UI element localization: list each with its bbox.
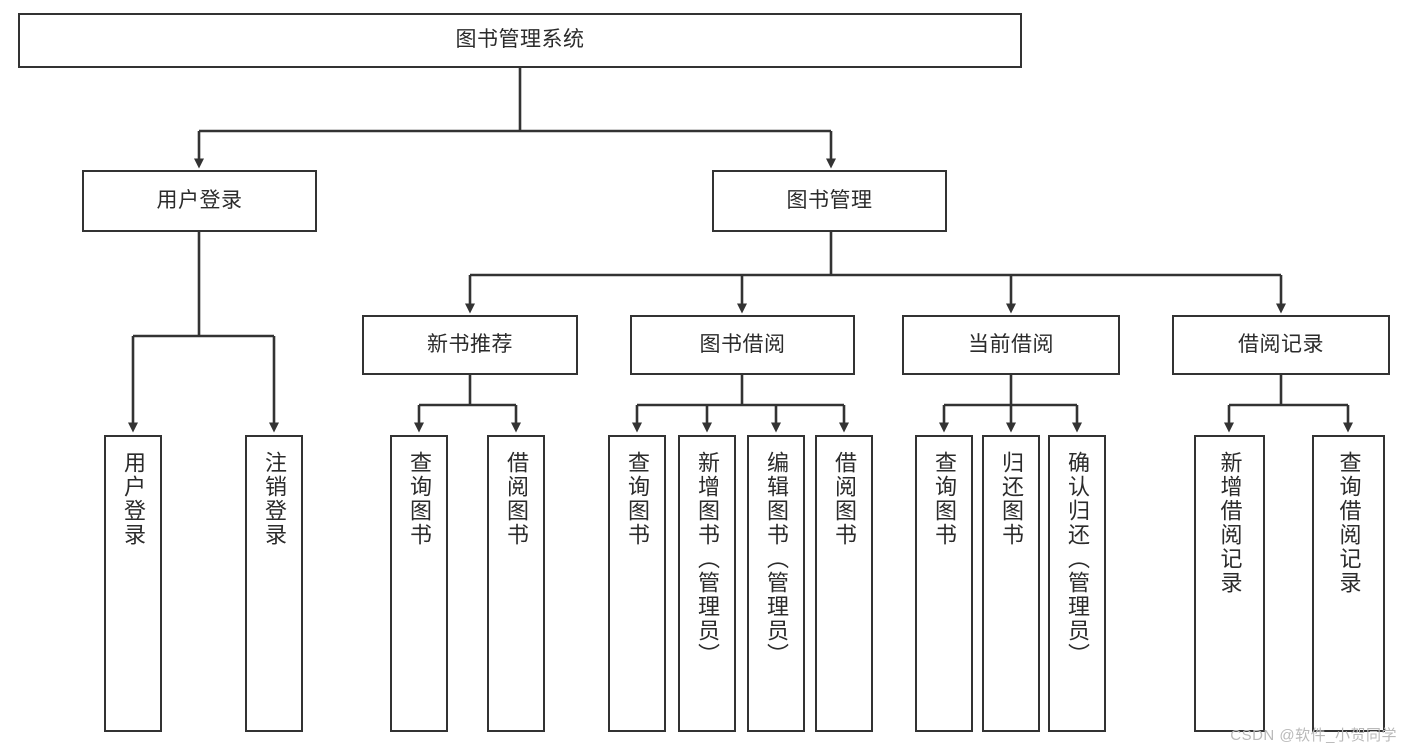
node-leaf-borrow-book-1-label: 借阅图书 xyxy=(504,451,529,547)
node-leaf-logout: 注销登录 xyxy=(245,435,303,732)
node-leaf-confirm-return: 确认归还（管理员） xyxy=(1048,435,1106,732)
node-leaf-query-record-label: 查询借阅记录 xyxy=(1336,451,1362,595)
node-leaf-add-book-label: 新增图书（管理员） xyxy=(695,451,720,667)
node-leaf-edit-book-label: 编辑图书（管理员） xyxy=(764,451,789,667)
node-borrow-record: 借阅记录 xyxy=(1172,315,1390,375)
node-leaf-query-book-2: 查询图书 xyxy=(608,435,666,732)
node-leaf-borrow-book-2-label: 借阅图书 xyxy=(832,451,857,547)
node-leaf-query-book-2-label: 查询图书 xyxy=(625,451,650,547)
node-borrow-record-label: 借阅记录 xyxy=(1238,332,1324,356)
node-leaf-query-book-3-label: 查询图书 xyxy=(932,451,957,547)
node-leaf-return-book-label: 归还图书 xyxy=(999,451,1024,547)
node-book-manage-label: 图书管理 xyxy=(786,188,873,212)
node-leaf-logout-label: 注销登录 xyxy=(262,451,287,547)
node-book-borrow: 图书借阅 xyxy=(630,315,855,375)
node-current-borrow: 当前借阅 xyxy=(902,315,1120,375)
node-leaf-query-record: 查询借阅记录 xyxy=(1312,435,1385,732)
node-leaf-user-login: 用户登录 xyxy=(104,435,162,732)
node-book-borrow-label: 图书借阅 xyxy=(699,332,786,356)
node-new-book-recommend-label: 新书推荐 xyxy=(427,332,513,356)
watermark-text: CSDN @软件_小贺同学 xyxy=(1230,727,1397,744)
node-leaf-borrow-book-1: 借阅图书 xyxy=(487,435,545,732)
node-leaf-confirm-return-label: 确认归还（管理员） xyxy=(1065,451,1090,667)
node-leaf-add-book: 新增图书（管理员） xyxy=(678,435,736,732)
node-leaf-add-record: 新增借阅记录 xyxy=(1194,435,1265,732)
node-root-system: 图书管理系统 xyxy=(18,13,1022,68)
node-leaf-query-book-1-label: 查询图书 xyxy=(407,451,432,547)
node-book-manage: 图书管理 xyxy=(712,170,947,232)
node-user-login: 用户登录 xyxy=(82,170,317,232)
node-leaf-query-book-3: 查询图书 xyxy=(915,435,973,732)
node-new-book-recommend: 新书推荐 xyxy=(362,315,578,375)
node-user-login-label: 用户登录 xyxy=(156,188,243,212)
node-current-borrow-label: 当前借阅 xyxy=(968,332,1054,356)
node-leaf-add-record-label: 新增借阅记录 xyxy=(1217,451,1243,595)
node-leaf-borrow-book-2: 借阅图书 xyxy=(815,435,873,732)
node-root-label: 图书管理系统 xyxy=(455,28,585,52)
node-leaf-query-book-1: 查询图书 xyxy=(390,435,448,732)
node-leaf-return-book: 归还图书 xyxy=(982,435,1040,732)
node-leaf-user-login-label: 用户登录 xyxy=(121,451,146,547)
node-leaf-edit-book: 编辑图书（管理员） xyxy=(747,435,805,732)
